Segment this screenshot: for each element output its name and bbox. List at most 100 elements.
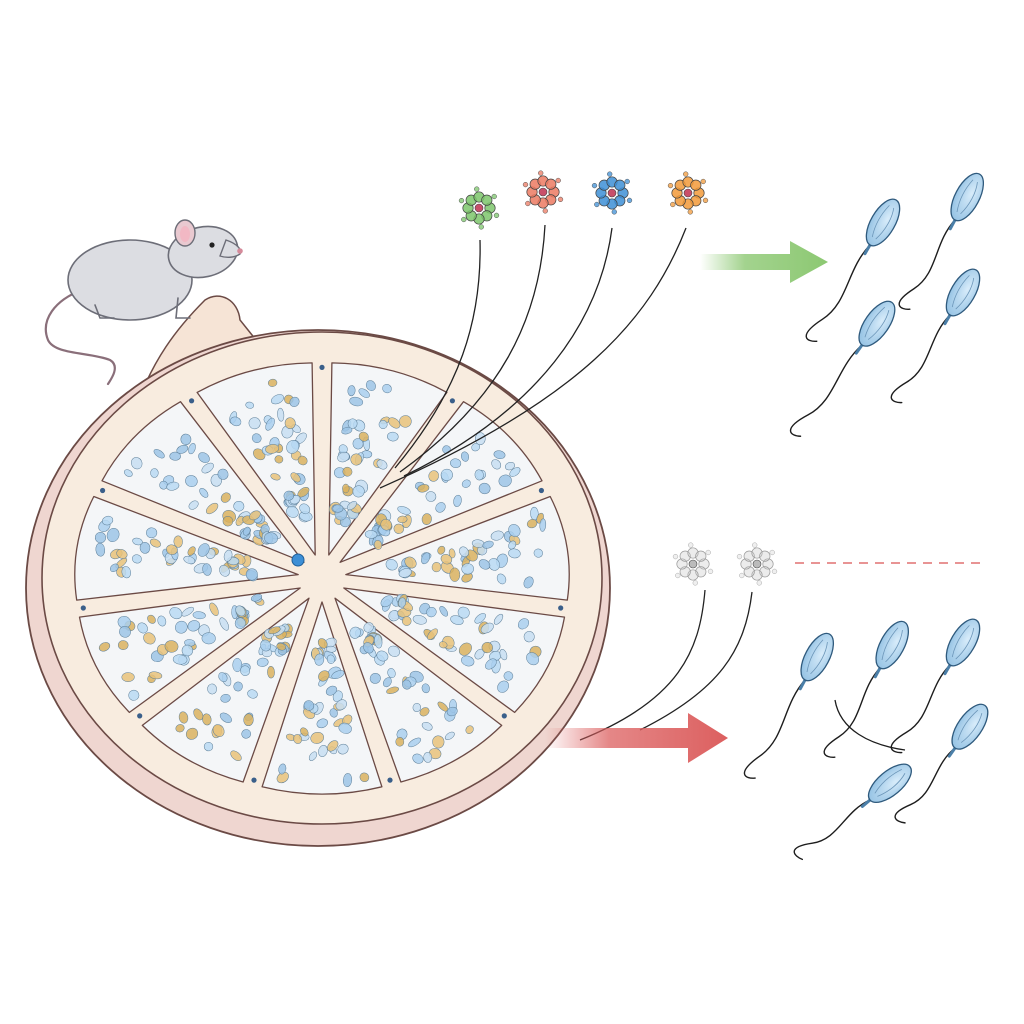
germ-cell: [183, 555, 196, 565]
mouse-back-leg: [94, 304, 115, 319]
germ-cell: [508, 524, 521, 537]
germ-cell: [332, 504, 344, 513]
germ-cell: [480, 622, 494, 634]
germ-cell: [242, 526, 251, 536]
mouse-nose: [237, 248, 243, 254]
sperm-cell-icon: [894, 703, 989, 824]
germ-cell: [388, 417, 401, 429]
germ-cell: [240, 665, 251, 676]
blue-protein-cluster-icon: [591, 171, 633, 215]
germ-cell: [349, 396, 364, 407]
germ-cell: [446, 706, 458, 717]
germ-cell: [274, 455, 284, 464]
leydig-cell: [251, 777, 257, 783]
germ-cell: [264, 532, 278, 545]
germ-cell: [428, 470, 439, 482]
germ-cell: [173, 535, 183, 548]
germ-cell: [493, 613, 504, 625]
germ-cell: [438, 641, 448, 649]
germ-cell: [382, 384, 392, 394]
germ-cell: [185, 727, 199, 740]
germ-cell: [121, 566, 132, 579]
germ-cell: [387, 668, 396, 679]
germ-cell: [220, 492, 231, 503]
mouse-icon: [44, 219, 243, 386]
germ-cell: [378, 420, 388, 429]
leydig-cell: [538, 487, 545, 494]
germ-cell: [267, 666, 275, 679]
tether-line-green: [394, 239, 481, 469]
tether-line-grey-1: [579, 589, 706, 741]
germ-cell: [444, 731, 455, 741]
germ-cell: [153, 449, 165, 459]
germ-cell: [485, 658, 497, 670]
germ-cell: [314, 653, 325, 666]
germ-cell: [277, 407, 285, 422]
lobule-group: [74, 362, 570, 795]
germ-cell: [290, 472, 301, 483]
germ-cell: [293, 734, 303, 744]
green-arrow-icon: [700, 241, 828, 283]
germ-cell: [197, 543, 210, 557]
germ-cell: [427, 628, 438, 640]
germ-cell: [496, 573, 507, 585]
tether-line-grey-2: [639, 591, 753, 731]
germ-cell: [440, 554, 453, 565]
germ-cell: [325, 645, 337, 653]
germ-cell: [338, 722, 352, 734]
germ-cell: [428, 748, 442, 760]
interstitial-dots: [80, 364, 564, 783]
germ-cell: [421, 552, 431, 565]
germ-cell: [385, 558, 398, 571]
leydig-cell: [558, 605, 564, 611]
germ-cell: [95, 542, 106, 557]
germ-cell: [220, 694, 231, 703]
sperm-cell-icon: [743, 632, 835, 779]
germ-cell: [131, 554, 142, 564]
germ-cell: [346, 501, 357, 511]
germ-cell: [245, 568, 258, 581]
germ-cell: [399, 415, 412, 428]
germ-cell: [209, 602, 219, 616]
germ-cell: [188, 443, 196, 455]
germ-cell: [276, 642, 287, 651]
leydig-cell: [80, 605, 86, 611]
germ-cell: [398, 568, 412, 578]
germ-cell: [439, 606, 448, 617]
germ-cell: [342, 466, 353, 477]
germ-cell: [523, 631, 535, 643]
germ-cell: [102, 515, 114, 526]
germ-cell: [497, 680, 509, 693]
germ-cell: [123, 469, 133, 477]
germ-cell: [388, 645, 400, 657]
germ-cell: [303, 700, 315, 711]
sperm-group-active: [789, 172, 985, 437]
germ-cell: [169, 607, 183, 620]
germ-cell: [284, 417, 296, 430]
germ-cell: [440, 468, 453, 481]
germ-cell: [128, 689, 140, 701]
germ-cell: [143, 632, 156, 645]
pathway-arrows: [545, 241, 985, 763]
germ-cell: [503, 671, 514, 681]
mouse-eye: [209, 242, 215, 248]
germ-cell: [408, 737, 422, 748]
germ-cell: [235, 605, 246, 617]
germ-cell: [412, 703, 421, 712]
germ-cell: [116, 549, 128, 559]
germ-cell: [347, 418, 358, 429]
germ-cell: [350, 453, 363, 466]
germ-cell: [382, 677, 392, 688]
germ-cell: [201, 632, 216, 645]
mouse-body: [67, 239, 193, 321]
germ-cell: [423, 752, 433, 763]
sperm-cell-icon: [805, 198, 901, 342]
germ-cell: [297, 455, 308, 466]
germ-cell: [187, 546, 196, 556]
germ-cell: [250, 593, 263, 602]
germ-cell: [232, 657, 243, 673]
germ-cell: [481, 642, 493, 654]
germ-cell: [202, 713, 212, 726]
germ-cell: [233, 681, 243, 692]
